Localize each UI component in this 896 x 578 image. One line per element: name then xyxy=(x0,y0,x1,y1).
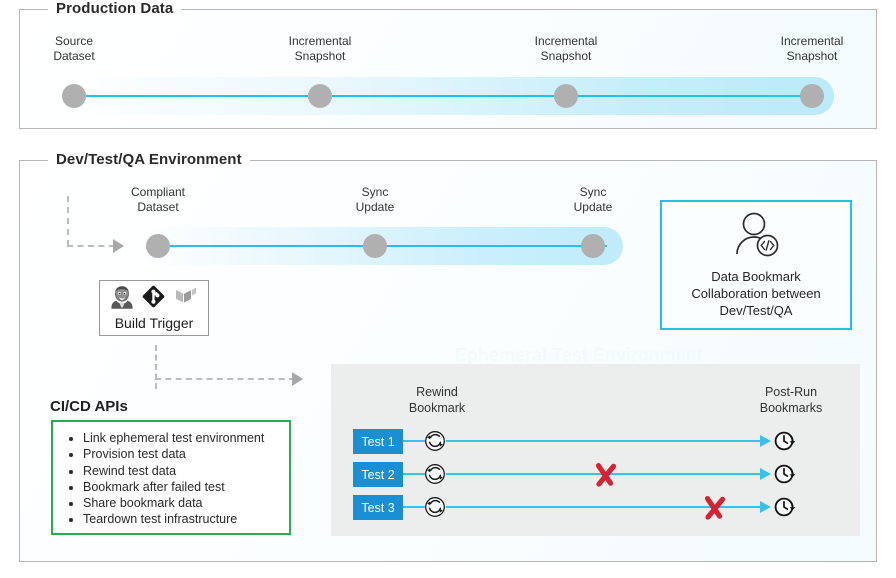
prod-to-dev-arrowhead xyxy=(113,239,124,253)
build-trigger-box[interactable]: Build Trigger xyxy=(99,280,209,336)
rewind-icon[interactable] xyxy=(424,463,446,490)
cicd-api-item: Teardown test infrastructure xyxy=(83,511,279,527)
production-node-label-3: Incremental Snapshot xyxy=(780,34,844,63)
rewind-icon[interactable] xyxy=(424,430,446,457)
production-node-label-1: Incremental Snapshot xyxy=(288,34,352,63)
user-code-icon xyxy=(727,211,785,262)
failure-x-icon xyxy=(589,458,623,497)
cicd-apis-title: CI/CD APIs xyxy=(50,398,128,415)
devtest-node-label-0: Compliant Dataset xyxy=(130,185,186,214)
build-trigger-icons xyxy=(110,285,198,314)
devtest-node-label-1: Sync Update xyxy=(355,185,395,214)
history-clock-icon[interactable] xyxy=(773,429,797,458)
production-timeline-line xyxy=(70,95,820,97)
devtest-node-0 xyxy=(146,234,170,258)
production-node-label-2: Incremental Snapshot xyxy=(534,34,598,63)
cicd-apis-box: Link ephemeral test environment Provisio… xyxy=(51,420,291,535)
data-bookmark-collaboration-box[interactable]: Data Bookmark Collaboration between Dev/… xyxy=(660,200,852,330)
test-row-line-right xyxy=(446,440,762,442)
test-row-arrowhead xyxy=(760,501,771,513)
cicd-apis-list: Link ephemeral test environment Provisio… xyxy=(57,430,279,528)
cicd-api-item: Bookmark after failed test xyxy=(83,479,279,495)
build-to-tests-arrowhead xyxy=(292,372,303,386)
jenkins-icon xyxy=(110,285,133,314)
build-to-tests-connector-horizontal xyxy=(155,378,295,380)
prod-to-dev-connector-vertical xyxy=(67,196,69,246)
production-node-0 xyxy=(62,84,86,108)
build-to-tests-connector-vertical xyxy=(155,345,157,389)
production-node-label-0: Source Dataset xyxy=(53,34,95,63)
build-trigger-label: Build Trigger xyxy=(114,315,194,331)
prod-to-dev-connector-horizontal xyxy=(67,245,115,247)
test-row-line-left xyxy=(403,473,425,475)
test-row-arrowhead xyxy=(760,435,771,447)
test-row-line-left xyxy=(403,506,425,508)
cicd-api-item: Share bookmark data xyxy=(83,495,279,511)
production-node-2 xyxy=(554,84,578,108)
production-node-1 xyxy=(308,84,332,108)
terraform-icon xyxy=(174,285,198,314)
devtest-node-label-2: Sync Update xyxy=(573,185,613,214)
git-icon xyxy=(142,285,165,313)
devtest-node-2 xyxy=(581,234,605,258)
test-row-line-left xyxy=(403,440,425,442)
test-row-chip[interactable]: Test 2 xyxy=(353,462,403,487)
history-clock-icon[interactable] xyxy=(773,462,797,491)
test-row-chip[interactable]: Test 1 xyxy=(353,429,403,454)
failure-x-icon xyxy=(698,491,732,530)
test-row-chip[interactable]: Test 3 xyxy=(353,495,403,520)
production-data-legend: Production Data xyxy=(48,0,182,17)
cicd-api-item: Link ephemeral test environment xyxy=(83,430,279,446)
test-row-arrowhead xyxy=(760,468,771,480)
ephemeral-environment-watermark: Ephemeral Test Environment xyxy=(455,345,703,365)
history-clock-icon[interactable] xyxy=(773,495,797,524)
devtest-legend: Dev/Test/QA Environment xyxy=(48,151,250,168)
test-row-line-right xyxy=(446,506,762,508)
rewind-icon[interactable] xyxy=(424,496,446,523)
cicd-api-item: Provision test data xyxy=(83,446,279,462)
postrun-bookmarks-header: Post-Run Bookmarks xyxy=(759,385,823,415)
production-node-3 xyxy=(800,84,824,108)
rewind-bookmark-header: Rewind Bookmark xyxy=(408,385,466,415)
collaboration-text: Data Bookmark Collaboration between Dev/… xyxy=(691,269,821,318)
cicd-api-item: Rewind test data xyxy=(83,463,279,479)
devtest-node-1 xyxy=(363,234,387,258)
